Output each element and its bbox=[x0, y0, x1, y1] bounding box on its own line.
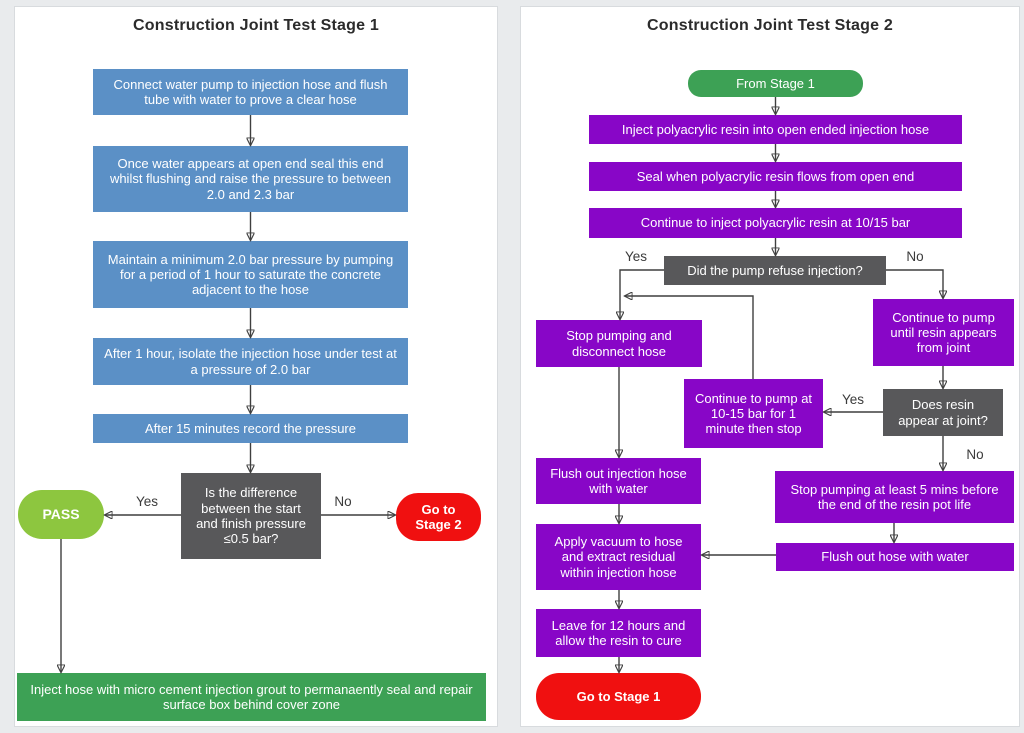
stage1-decision-pressure-difference: Is the difference between the start and … bbox=[181, 473, 321, 559]
stage2-step-inject-resin: Inject polyacrylic resin into open ended… bbox=[589, 115, 962, 144]
stage1-step-seal-end: Once water appears at open end seal this… bbox=[93, 146, 408, 212]
stage2-decision-resin-appear: Does resin appear at joint? bbox=[883, 389, 1003, 436]
arrow-pump-yes-to-stop bbox=[620, 269, 664, 319]
stage1-final-inject-grout: Inject hose with micro cement injection … bbox=[17, 673, 486, 721]
stage1-panel: Construction Joint Test Stage 1 Connect … bbox=[14, 6, 498, 727]
stage1-step-isolate-hose: After 1 hour, isolate the injection hose… bbox=[93, 338, 408, 385]
stage2-step-apply-vacuum: Apply vacuum to hose and extract residua… bbox=[536, 524, 701, 590]
stage2-title: Construction Joint Test Stage 2 bbox=[647, 17, 893, 34]
stage1-step-connect-pump: Connect water pump to injection hose and… bbox=[93, 69, 408, 115]
stage2-step-continue-10-15-bar: Continue to pump at 10-15 bar for 1 minu… bbox=[684, 379, 823, 448]
arrow-pump-no-to-continue-until-resin bbox=[886, 269, 943, 298]
stage1-pass-terminal: PASS bbox=[18, 490, 104, 539]
stage1-step-maintain-pressure: Maintain a minimum 2.0 bar pressure by p… bbox=[93, 241, 408, 308]
stage2-step-continue-inject: Continue to inject polyacrylic resin at … bbox=[589, 208, 962, 238]
stage2-pump-yes-label: Yes bbox=[624, 249, 648, 264]
stage2-step-leave-12-hours: Leave for 12 hours and allow the resin t… bbox=[536, 609, 701, 657]
stage1-title: Construction Joint Test Stage 1 bbox=[133, 17, 379, 34]
stage2-from-stage1-terminal: From Stage 1 bbox=[688, 70, 863, 97]
stage1-no-label: No bbox=[334, 494, 352, 509]
stage2-step-seal-when-flows: Seal when polyacrylic resin flows from o… bbox=[589, 162, 962, 191]
stage2-step-flush-hose-water: Flush out hose with water bbox=[776, 543, 1014, 571]
stage2-resin-no-label: No bbox=[966, 447, 984, 462]
stage2-decision-pump-refuse: Did the pump refuse injection? bbox=[664, 256, 886, 285]
stage2-resin-yes-label: Yes bbox=[841, 392, 865, 407]
stage2-step-flush-injection-hose: Flush out injection hose with water bbox=[536, 458, 701, 504]
stage2-goto-stage1-terminal: Go to Stage 1 bbox=[536, 673, 701, 720]
stage2-step-stop-pumping-disconnect: Stop pumping and disconnect hose bbox=[536, 320, 702, 367]
stage2-panel: Construction Joint Test Stage 2 From Sta… bbox=[520, 6, 1020, 727]
stage1-step-record-pressure: After 15 minutes record the pressure bbox=[93, 414, 408, 443]
stage1-goto-stage2-terminal: Go to Stage 2 bbox=[396, 493, 481, 541]
stage2-step-continue-until-resin: Continue to pump until resin appears fro… bbox=[873, 299, 1014, 366]
stage2-step-stop-5-mins: Stop pumping at least 5 mins before the … bbox=[775, 471, 1014, 523]
stage2-pump-no-label: No bbox=[906, 249, 924, 264]
stage1-yes-label: Yes bbox=[135, 494, 159, 509]
